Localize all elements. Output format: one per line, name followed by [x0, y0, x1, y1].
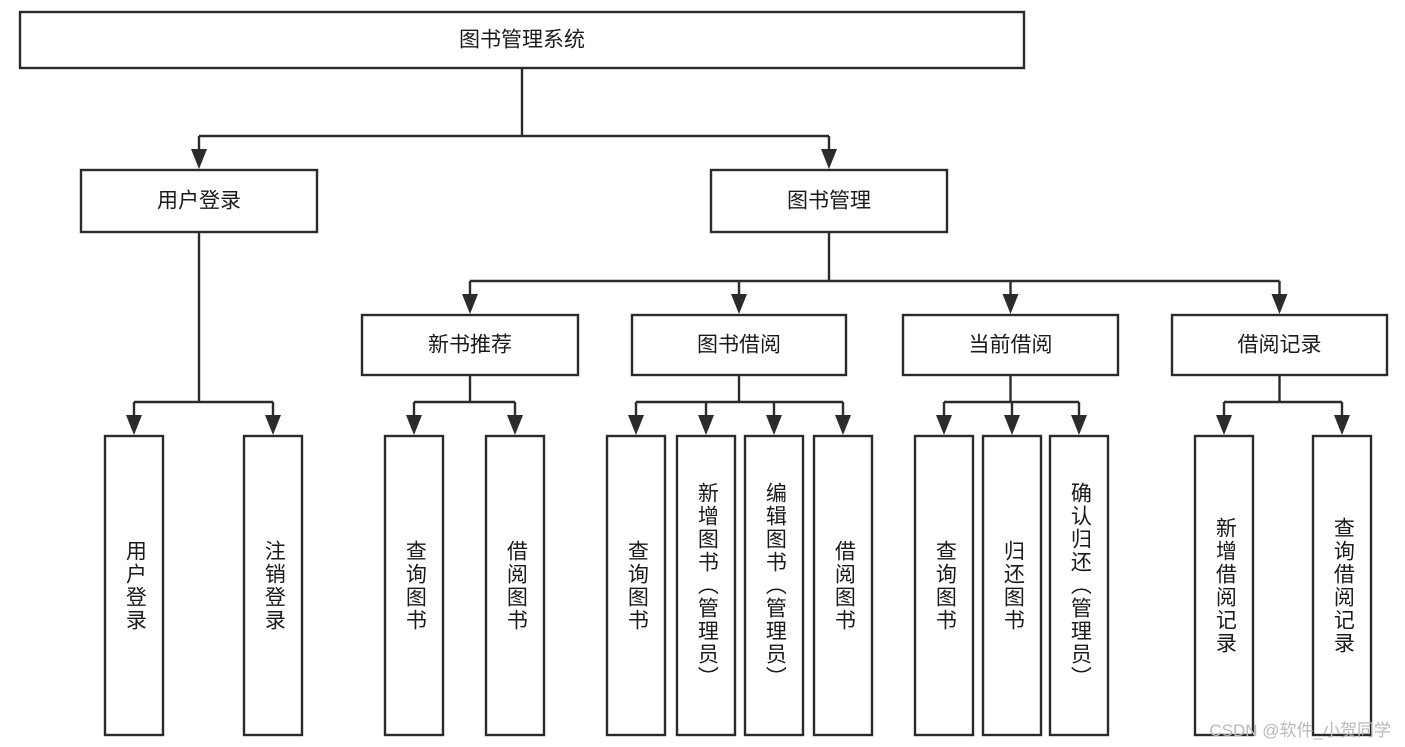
node-box[interactable]: [484, 434, 546, 737]
node-leaf-borrow-book[interactable]: [812, 434, 874, 737]
arrow-head-icon: [698, 415, 714, 435]
node-leaf-confirm-return-admin[interactable]: [1048, 434, 1110, 737]
arrow-head-icon: [191, 149, 207, 169]
node-label: 借阅记录: [1238, 334, 1322, 357]
node-label: 图书管理: [787, 190, 871, 213]
node-leaf-user-login[interactable]: [103, 434, 165, 737]
connector-layer: [126, 68, 1350, 435]
arrow-head-icon: [1334, 415, 1350, 435]
node-box[interactable]: [1193, 434, 1255, 737]
arrow-head-icon: [406, 415, 422, 435]
arrow-head-icon: [731, 294, 747, 314]
node-label: 图书借阅: [697, 334, 781, 357]
node-box[interactable]: [901, 313, 1120, 377]
node-box-layer: [18, 10, 1389, 737]
arrow-head-icon: [766, 415, 782, 435]
node-new-book-recommend[interactable]: [360, 313, 580, 377]
node-box[interactable]: [1048, 434, 1110, 737]
node-leaf-add-borrow-record[interactable]: [1193, 434, 1255, 737]
node-book-manage[interactable]: [709, 168, 949, 234]
node-label: 当前借阅: [969, 334, 1053, 357]
node-box[interactable]: [103, 434, 165, 737]
arrow-head-icon: [1002, 294, 1019, 314]
node-leaf-query-book-borrow[interactable]: [605, 434, 667, 737]
node-leaf-query-book-recommend[interactable]: [383, 434, 445, 737]
arrow-head-icon: [507, 415, 523, 435]
node-box[interactable]: [709, 168, 949, 234]
node-box[interactable]: [18, 10, 1026, 70]
node-box[interactable]: [605, 434, 667, 737]
node-leaf-query-borrow-record[interactable]: [1311, 434, 1373, 737]
arrow-head-icon: [1271, 294, 1288, 314]
node-label: 图书管理系统: [459, 29, 585, 52]
node-box[interactable]: [360, 313, 580, 377]
node-box[interactable]: [1311, 434, 1373, 737]
arrow-head-icon: [265, 415, 281, 435]
arrow-head-icon: [936, 415, 952, 435]
arrow-head-icon: [821, 149, 837, 169]
arrow-head-icon: [462, 294, 478, 314]
arrow-head-icon: [628, 415, 644, 435]
node-leaf-logout-login[interactable]: [242, 434, 304, 737]
node-box[interactable]: [79, 168, 319, 234]
arrow-head-icon: [1216, 415, 1232, 435]
node-book-borrow[interactable]: [630, 313, 848, 377]
node-box[interactable]: [630, 313, 848, 377]
arrow-head-icon: [126, 415, 142, 435]
node-root[interactable]: [18, 10, 1026, 70]
arrow-head-icon: [1071, 415, 1087, 435]
node-box[interactable]: [743, 434, 805, 737]
node-current-borrow[interactable]: [901, 313, 1120, 377]
node-box[interactable]: [383, 434, 445, 737]
arrow-head-icon: [1004, 415, 1020, 435]
node-label: 用户登录: [157, 190, 241, 213]
node-leaf-add-book-admin[interactable]: [675, 434, 737, 737]
arrow-head-icon: [835, 415, 851, 435]
node-label: 新书推荐: [428, 334, 512, 357]
node-box[interactable]: [242, 434, 304, 737]
node-box[interactable]: [981, 434, 1043, 737]
node-user-login[interactable]: [79, 168, 319, 234]
node-box[interactable]: [675, 434, 737, 737]
node-box[interactable]: [1170, 313, 1389, 377]
node-box[interactable]: [913, 434, 975, 737]
node-leaf-query-book-current[interactable]: [913, 434, 975, 737]
node-borrow-record[interactable]: [1170, 313, 1389, 377]
node-box[interactable]: [812, 434, 874, 737]
node-leaf-return-book[interactable]: [981, 434, 1043, 737]
node-leaf-borrow-book-recommend[interactable]: [484, 434, 546, 737]
node-leaf-edit-book-admin[interactable]: [743, 434, 805, 737]
